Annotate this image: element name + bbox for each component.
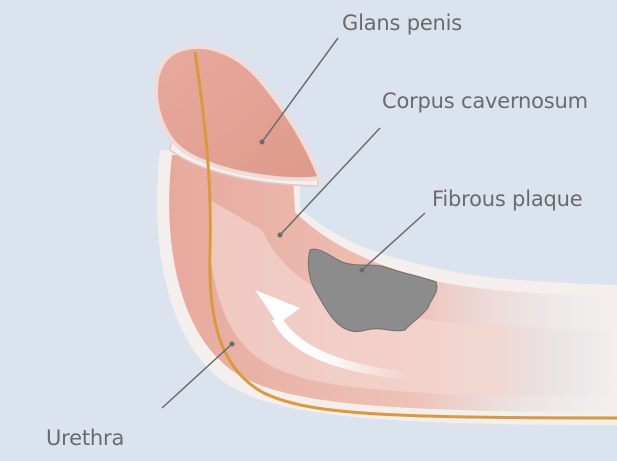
label-urethra: Urethra bbox=[46, 426, 124, 450]
leader-dot-plaque bbox=[360, 268, 365, 273]
leader-dot-glans bbox=[260, 140, 265, 145]
leader-dot-urethra bbox=[230, 342, 235, 347]
label-glans-penis: Glans penis bbox=[342, 11, 462, 35]
label-corpus-cavernosum: Corpus cavernosum bbox=[382, 89, 588, 113]
leader-dot-corpus bbox=[278, 233, 283, 238]
leader-line-glans bbox=[262, 38, 338, 142]
label-fibrous-plaque: Fibrous plaque bbox=[432, 187, 582, 211]
